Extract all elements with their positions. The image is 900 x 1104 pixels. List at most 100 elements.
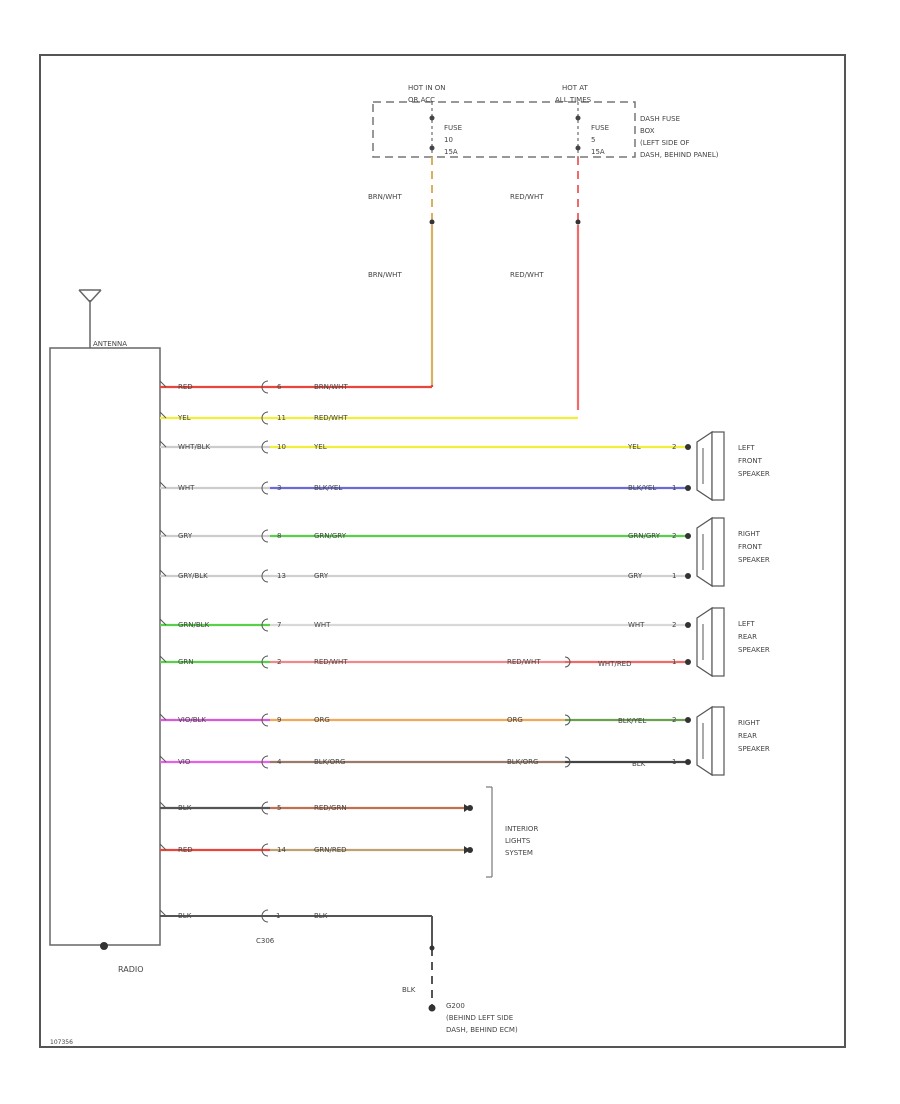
fuse-box-desc-4: DASH, BEHIND PANEL) xyxy=(640,151,719,159)
circuit-right-wire-label: RED/WHT xyxy=(507,658,541,666)
circuit-pin-label: 4 xyxy=(277,758,282,766)
speaker-label: SPEAKER xyxy=(738,556,770,564)
inline-connector xyxy=(261,440,269,454)
circuit-radio-wire-label: GRY/BLK xyxy=(178,572,208,580)
radio-pin-mark xyxy=(159,440,167,448)
speaker-terminal xyxy=(685,659,691,665)
circuit-mid-wire-label: BLK/YEL xyxy=(314,484,342,492)
circuit-radio-wire-label: BLK xyxy=(178,804,192,812)
speaker-terminal xyxy=(685,485,691,491)
circuit-radio-wire-label: VIO/BLK xyxy=(178,716,206,724)
diagram-border xyxy=(39,54,846,1048)
speaker-label: REAR xyxy=(738,732,757,740)
fuse-right-label: FUSE xyxy=(591,124,609,132)
speaker-pin-label: 2 xyxy=(672,443,676,451)
feed-left-lower-label: BRN/WHT xyxy=(368,271,402,279)
ground-connector-label: C306 xyxy=(256,937,275,945)
circuit-pin-label: 7 xyxy=(277,621,281,629)
speaker-pin-label: 2 xyxy=(672,532,676,540)
circuit-pin-label: 14 xyxy=(277,846,286,854)
inline-connector xyxy=(261,655,269,669)
lights-terminal xyxy=(467,847,473,853)
speaker-icon xyxy=(696,516,725,588)
radio-pin-mark xyxy=(159,411,167,419)
inline-connector xyxy=(261,481,269,495)
ground-drop-wire-label: BLK xyxy=(402,986,416,994)
circuit-right-wire-label: GRN/GRY xyxy=(628,532,661,540)
antenna-icon xyxy=(78,289,102,348)
lights-terminal xyxy=(467,805,473,811)
feed-right-upper-label: RED/WHT xyxy=(510,193,544,201)
circuit-radio-wire-label: GRY xyxy=(178,532,193,540)
circuit-pin-label: 3 xyxy=(277,484,281,492)
feed-left-upper-label: BRN/WHT xyxy=(368,193,402,201)
radio-pin-mark xyxy=(159,843,167,851)
fuse-hot-all-sub: ALL TIMES xyxy=(555,96,592,104)
inline-connector xyxy=(261,380,269,394)
speakers: LEFTFRONTSPEAKERRIGHTFRONTSPEAKERLEFTREA… xyxy=(696,430,770,777)
ground-pin-label: 1 xyxy=(276,912,280,920)
speaker-pin-label: 2 xyxy=(672,716,676,724)
radio-pin-mark xyxy=(159,380,167,388)
circuit-row: RED 14 GRN/RED xyxy=(159,843,473,857)
speaker-pin-label: 1 xyxy=(672,758,676,766)
inline-connector xyxy=(261,755,269,769)
speaker-terminal xyxy=(685,444,691,450)
interior-lights-line2: LIGHTS xyxy=(505,837,531,845)
circuit-radio-wire-label: WHT/BLK xyxy=(178,443,211,451)
circuit-radio-wire-label: VIO xyxy=(178,758,191,766)
radio-label: RADIO xyxy=(118,965,144,974)
antenna-label: ANTENNA xyxy=(93,340,127,348)
fuse-box-outline xyxy=(372,101,636,158)
fuse-hot-run-label: HOT IN ON xyxy=(408,84,446,92)
circuit-right-wire-label: WHT xyxy=(628,621,645,629)
circuit-mid-wire-label: GRY xyxy=(314,572,329,580)
speaker-label: RIGHT xyxy=(738,719,761,727)
ground-radio-wire-label: BLK xyxy=(178,912,192,920)
ground-desc-2: DASH, BEHIND ECM) xyxy=(446,1026,518,1034)
splice-connector xyxy=(564,656,571,668)
radio-case-ground xyxy=(100,942,108,950)
circuit-right-wire-label: YEL xyxy=(627,443,641,451)
fuse-box-desc-1: DASH FUSE xyxy=(640,115,680,123)
speaker-label: RIGHT xyxy=(738,530,761,538)
radio-pin-mark xyxy=(159,655,167,663)
fuse-right-amperage: 15A xyxy=(591,148,605,156)
interior-lights-line3: SYSTEM xyxy=(505,849,533,857)
circuit-radio-wire-label: YEL xyxy=(177,414,191,422)
ground-desc-1: (BEHIND LEFT SIDE xyxy=(446,1014,513,1022)
circuit-mid-wire-label: GRN/RED xyxy=(314,846,347,854)
radio-pin-mark xyxy=(159,755,167,763)
circuit-mid-wire-label: GRN/GRY xyxy=(314,532,347,540)
splice-connector xyxy=(564,714,571,726)
inline-connector xyxy=(261,801,269,815)
circuit-pin-label: 5 xyxy=(277,804,281,812)
splice-connector xyxy=(564,756,571,768)
inline-connector xyxy=(261,411,269,425)
fuse-left-number: 10 xyxy=(444,136,453,144)
speaker-terminal xyxy=(685,759,691,765)
circuit-right-wire-label: GRY xyxy=(628,572,643,580)
speaker-label: REAR xyxy=(738,633,757,641)
speaker-terminal xyxy=(685,533,691,539)
fuse-box-desc-2: BOX xyxy=(640,127,655,135)
speaker-label: FRONT xyxy=(738,543,763,551)
speaker-label: SPEAKER xyxy=(738,745,770,753)
circuit-pin-label: 9 xyxy=(277,716,281,724)
inline-connector xyxy=(261,529,269,543)
fuse-box-desc-3: (LEFT SIDE OF xyxy=(640,139,690,147)
ground-circuit xyxy=(159,909,436,1012)
fuse-hot-run-sub: OR ACC xyxy=(408,96,435,104)
circuit-mid-wire-label: WHT xyxy=(314,621,331,629)
ground-id-label: G200 xyxy=(446,1002,465,1010)
feed-right-connector xyxy=(575,219,581,225)
circuit-radio-wire-label: RED xyxy=(178,846,193,854)
fuse-left-amperage: 15A xyxy=(444,148,458,156)
speaker-pin-label: 1 xyxy=(672,484,676,492)
left-rear-out-label: WHT/RED xyxy=(598,660,632,668)
